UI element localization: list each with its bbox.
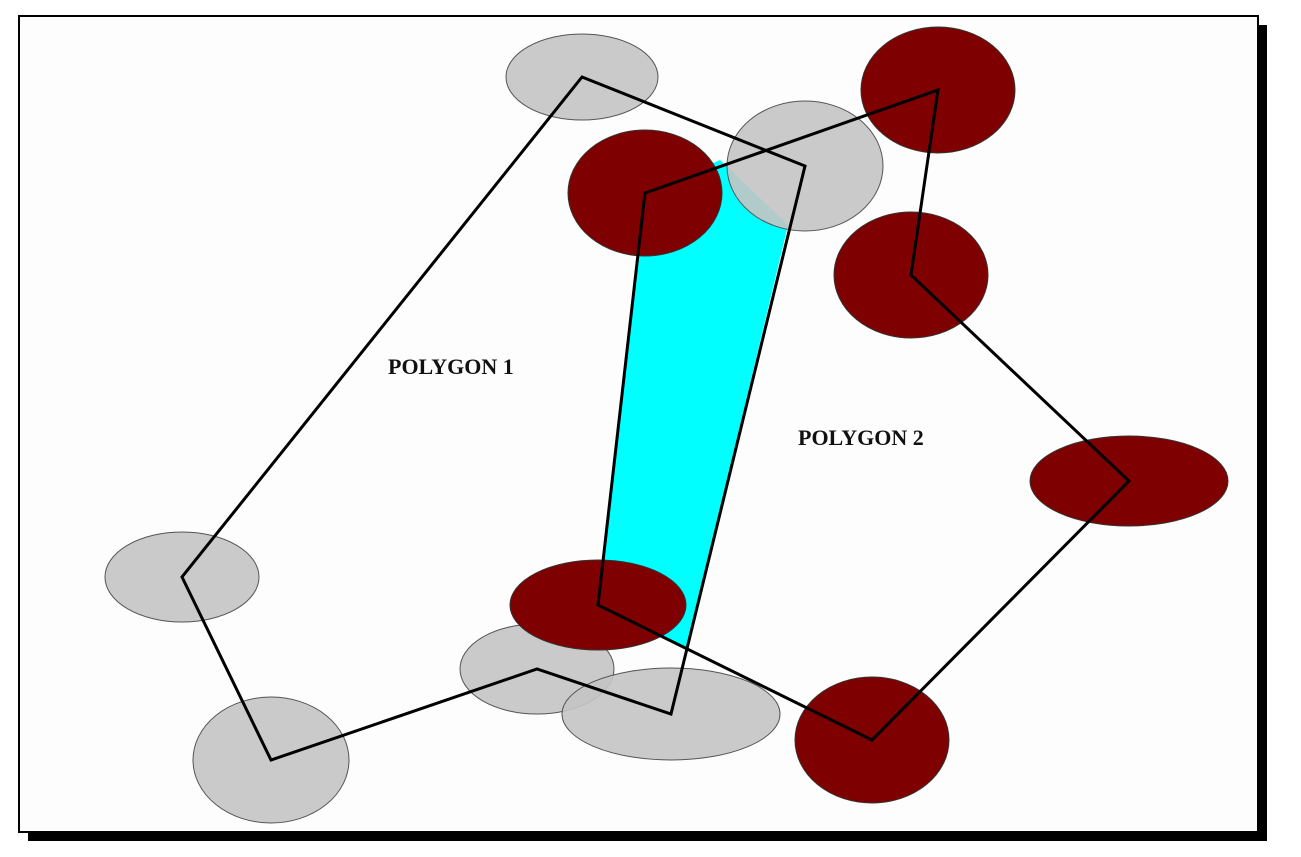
polygon-1-outline [180, 75, 807, 762]
overlap-region [598, 160, 788, 648]
polygon-2-outline [596, 87, 1132, 742]
polygon-1-label: POLYGON 1 [388, 354, 514, 379]
polygon-2-label: POLYGON 2 [798, 425, 924, 450]
